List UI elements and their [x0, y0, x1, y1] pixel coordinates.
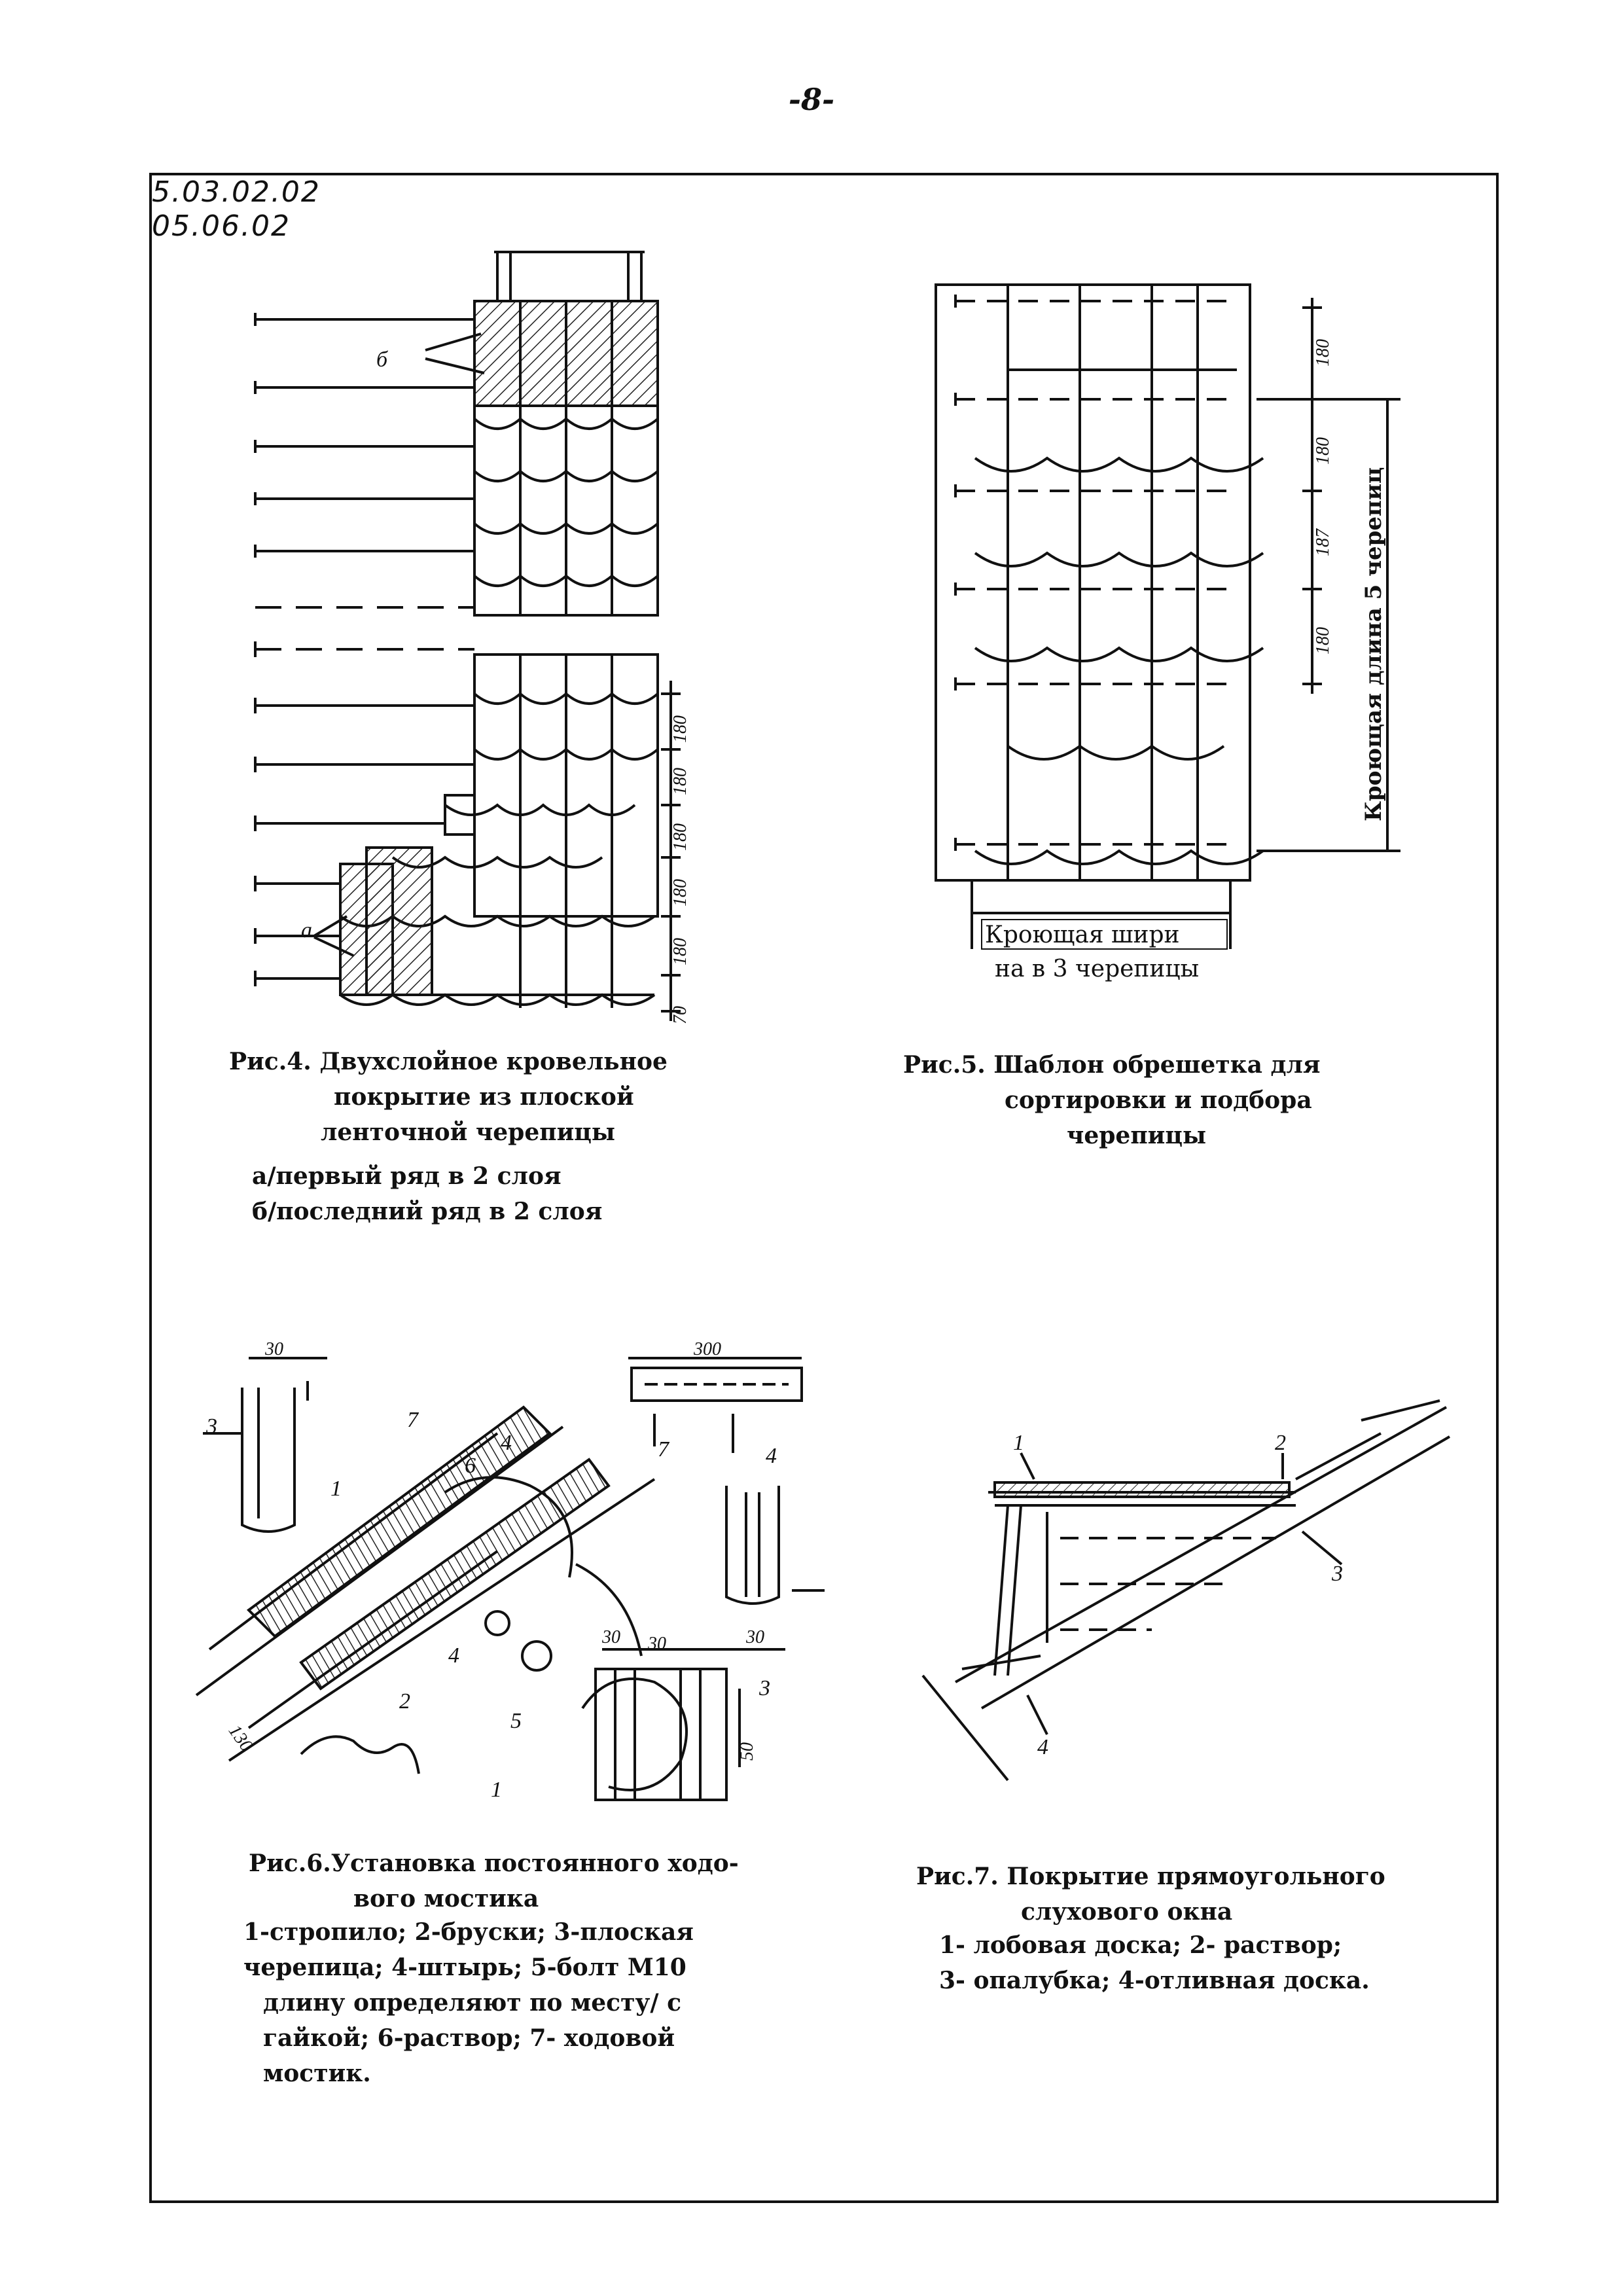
fig5-dim-1: 180	[1313, 339, 1333, 367]
fig6-drawing: 3 7 1 6 4 4 5 2 1 7 4 3 300 30 30 30 30 …	[195, 1339, 825, 1802]
fig4-dim-5: 180	[670, 938, 690, 965]
fig7-num-1: 1	[1013, 1431, 1024, 1455]
doc-code-2: 05.06.02	[152, 209, 291, 243]
fig7-num-3: 3	[1331, 1562, 1343, 1586]
drawing-frame	[149, 173, 1499, 2203]
fig5-dim-3: 187	[1313, 528, 1333, 556]
fig6-legend-3: длину определяют по месту/ с	[263, 1989, 682, 2017]
fig5-caption-line-3: черепицы	[1067, 1122, 1207, 1149]
fig4-legend-b: б/последний ряд в 2 слоя	[252, 1198, 603, 1225]
fig4-caption-line-2: покрытие из плоской	[334, 1083, 634, 1111]
fig4-caption-line-1: Рис.4. Двухслойное кровельное	[229, 1048, 668, 1075]
fig4-dim-3: 180	[670, 823, 690, 851]
fig7-num-2: 2	[1275, 1431, 1286, 1455]
fig7-caption: Рис.7. Покрытие прямоугольного слухового…	[916, 1859, 1453, 1929]
fig5-caption: Рис.5. Шаблон обрешетка для сортировки и…	[903, 1047, 1440, 1153]
fig6-num-3b: 3	[758, 1676, 770, 1700]
fig7-caption-line-1: Рис.7. Покрытие прямоугольного	[916, 1863, 1385, 1890]
fig4-dim-4: 180	[670, 879, 690, 906]
fig7-drawing: 1 2 3 4	[921, 1399, 1451, 1782]
fig4-label-b: б	[376, 348, 389, 372]
fig6-num-2: 2	[399, 1689, 410, 1713]
fig4-label-a: а	[301, 918, 312, 942]
page-number: -8-	[788, 82, 835, 117]
fig6-dim-small-top: 30	[264, 1339, 283, 1359]
fig6-legend-4: гайкой; 6-раствор; 7- ходовой	[263, 2024, 675, 2052]
fig6-caption-line-2: вого мостика	[353, 1885, 539, 1912]
fig6-num-6: 6	[465, 1454, 476, 1478]
fig6-num-5: 5	[510, 1709, 522, 1733]
fig6-caption-line-1: Рис.6.Установка постоянного ходо-	[249, 1850, 739, 1877]
fig6-legend-5: мостик.	[263, 2060, 371, 2087]
fig7-num-4: 4	[1037, 1735, 1048, 1759]
fig7-caption-line-2: слухового окна	[1021, 1898, 1233, 1926]
fig6-num-4b: 4	[448, 1643, 459, 1668]
fig5-caption-line-1: Рис.5. Шаблон обрешетка для	[903, 1051, 1321, 1079]
fig4-legend-a: а/первый ряд в 2 слоя	[252, 1162, 562, 1190]
fig6-dim-side-a: 30	[601, 1627, 620, 1647]
fig6-legend: 1-стропило; 2-бруски; 3-плоская черепица…	[243, 1914, 846, 2091]
fig6-dim-top-width: 300	[693, 1339, 721, 1359]
fig5-caption-line-2: сортировки и подбора	[1005, 1086, 1312, 1114]
fig4-caption-line-3: ленточной черепицы	[321, 1119, 615, 1146]
fig4-dim-6: 70	[670, 1006, 690, 1024]
fig6-legend-1: 1-стропило; 2-бруски; 3-плоская	[243, 1918, 694, 1946]
fig6-num-7a: 7	[407, 1408, 419, 1432]
fig4-drawing: б а 180 180 180 180 180 70	[254, 251, 690, 1024]
fig5-drawing: 180 180 187 180 Кроющая длина 5 черепиц …	[935, 283, 1400, 982]
fig6-dim-mid: 30	[647, 1634, 666, 1654]
fig4-dim-1: 180	[670, 715, 690, 743]
fig6-num-4c: 4	[766, 1444, 777, 1468]
fig6-legend-2: черепица; 4-штырь; 5-болт М10	[243, 1954, 687, 1981]
fig5-dim-2: 180	[1313, 437, 1333, 465]
fig6-caption: Рис.6.Установка постоянного ходо- вого м…	[249, 1846, 838, 1916]
doc-code-1: 5.03.02.02	[152, 175, 321, 209]
fig6-dim-height: 50	[737, 1742, 757, 1761]
fig7-legend-1: 1- лобовая доска; 2- раствор;	[939, 1931, 1342, 1959]
fig7-legend: 1- лобовая доска; 2- раствор; 3- опалубк…	[939, 1928, 1463, 1998]
fig5-width-label-1: Кроющая шири	[985, 922, 1180, 948]
fig6-num-7b: 7	[658, 1437, 670, 1462]
fig6-num-1b: 1	[491, 1778, 502, 1802]
fig4-dim-2: 180	[670, 768, 690, 795]
fig5-dim-4: 180	[1313, 627, 1333, 655]
fig6-dim-side-b: 30	[745, 1627, 764, 1647]
fig5-width-label-2: на в 3 черепицы	[995, 956, 1199, 982]
fig7-legend-2: 3- опалубка; 4-отливная доска.	[939, 1967, 1370, 1994]
fig4-caption: Рис.4. Двухслойное кровельное покрытие и…	[229, 1044, 740, 1150]
fig6-num-3a: 3	[205, 1414, 217, 1439]
fig5-length-label: Кроющая длина 5 черепиц	[1361, 467, 1387, 821]
fig6-num-1a: 1	[330, 1477, 342, 1501]
fig4-legend: а/первый ряд в 2 слоя б/последний ряд в …	[252, 1158, 723, 1229]
fig6-num-4a: 4	[501, 1431, 512, 1455]
